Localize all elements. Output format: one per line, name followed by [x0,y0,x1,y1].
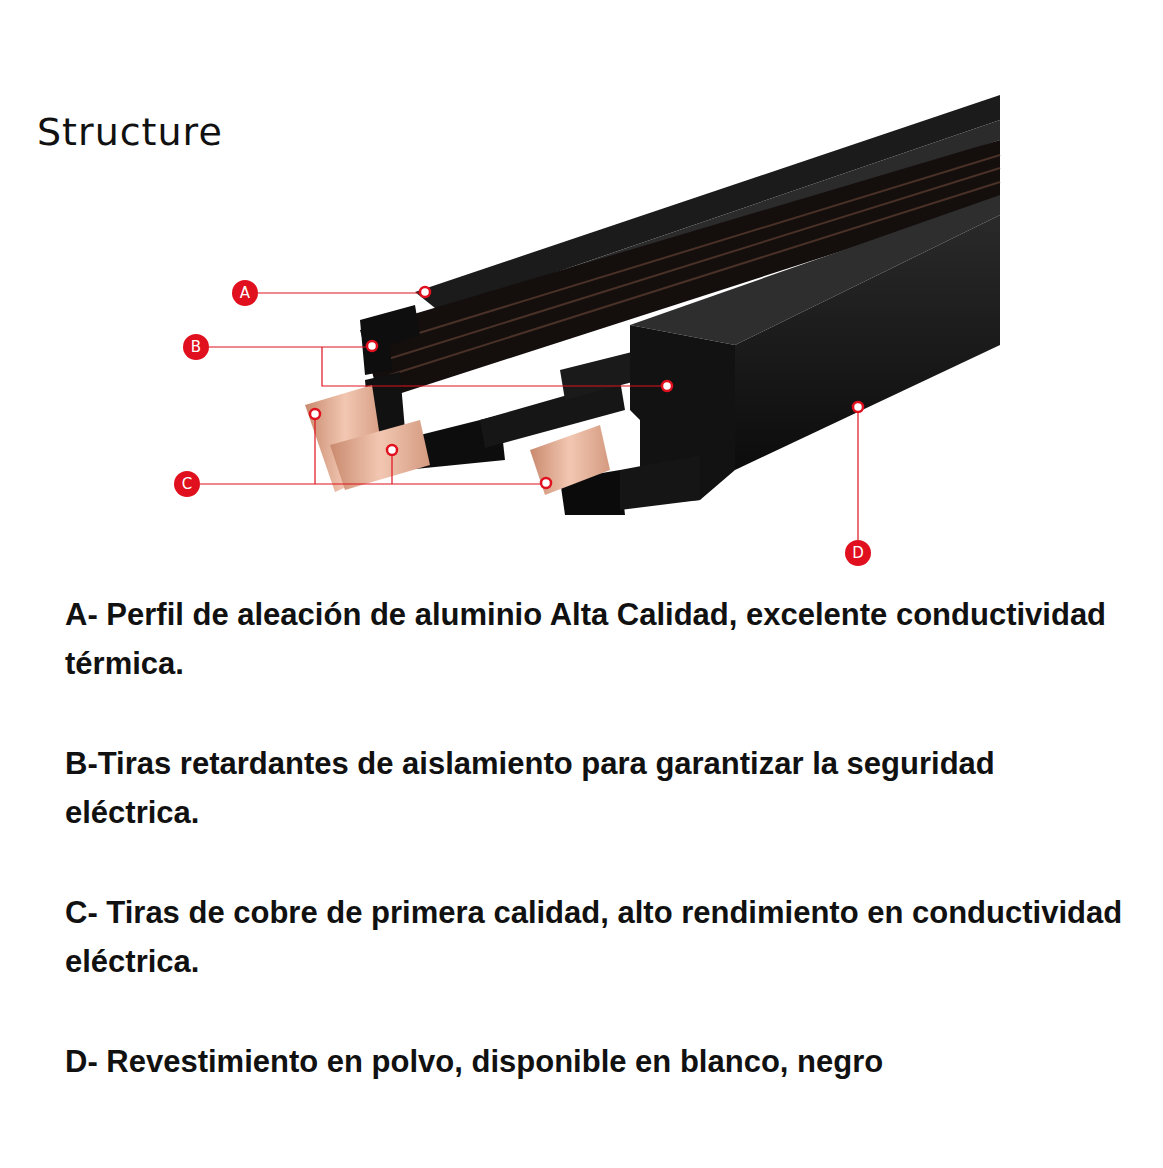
part-description: A- Perfil de aleación de aluminio Alta C… [65,590,1135,688]
diagram-title: Structure [37,110,223,154]
part-description: C- Tiras de cobre de primera calidad, al… [65,888,1135,986]
callout-letter: D [845,540,871,566]
part-description: D- Revestimiento en polvo, disponible en… [65,1037,1135,1086]
callout-letter: C [174,471,200,497]
callout-letter: A [232,280,258,306]
part-description: B-Tiras retardantes de aislamiento para … [65,739,1135,837]
callout-letter: B [183,334,209,360]
